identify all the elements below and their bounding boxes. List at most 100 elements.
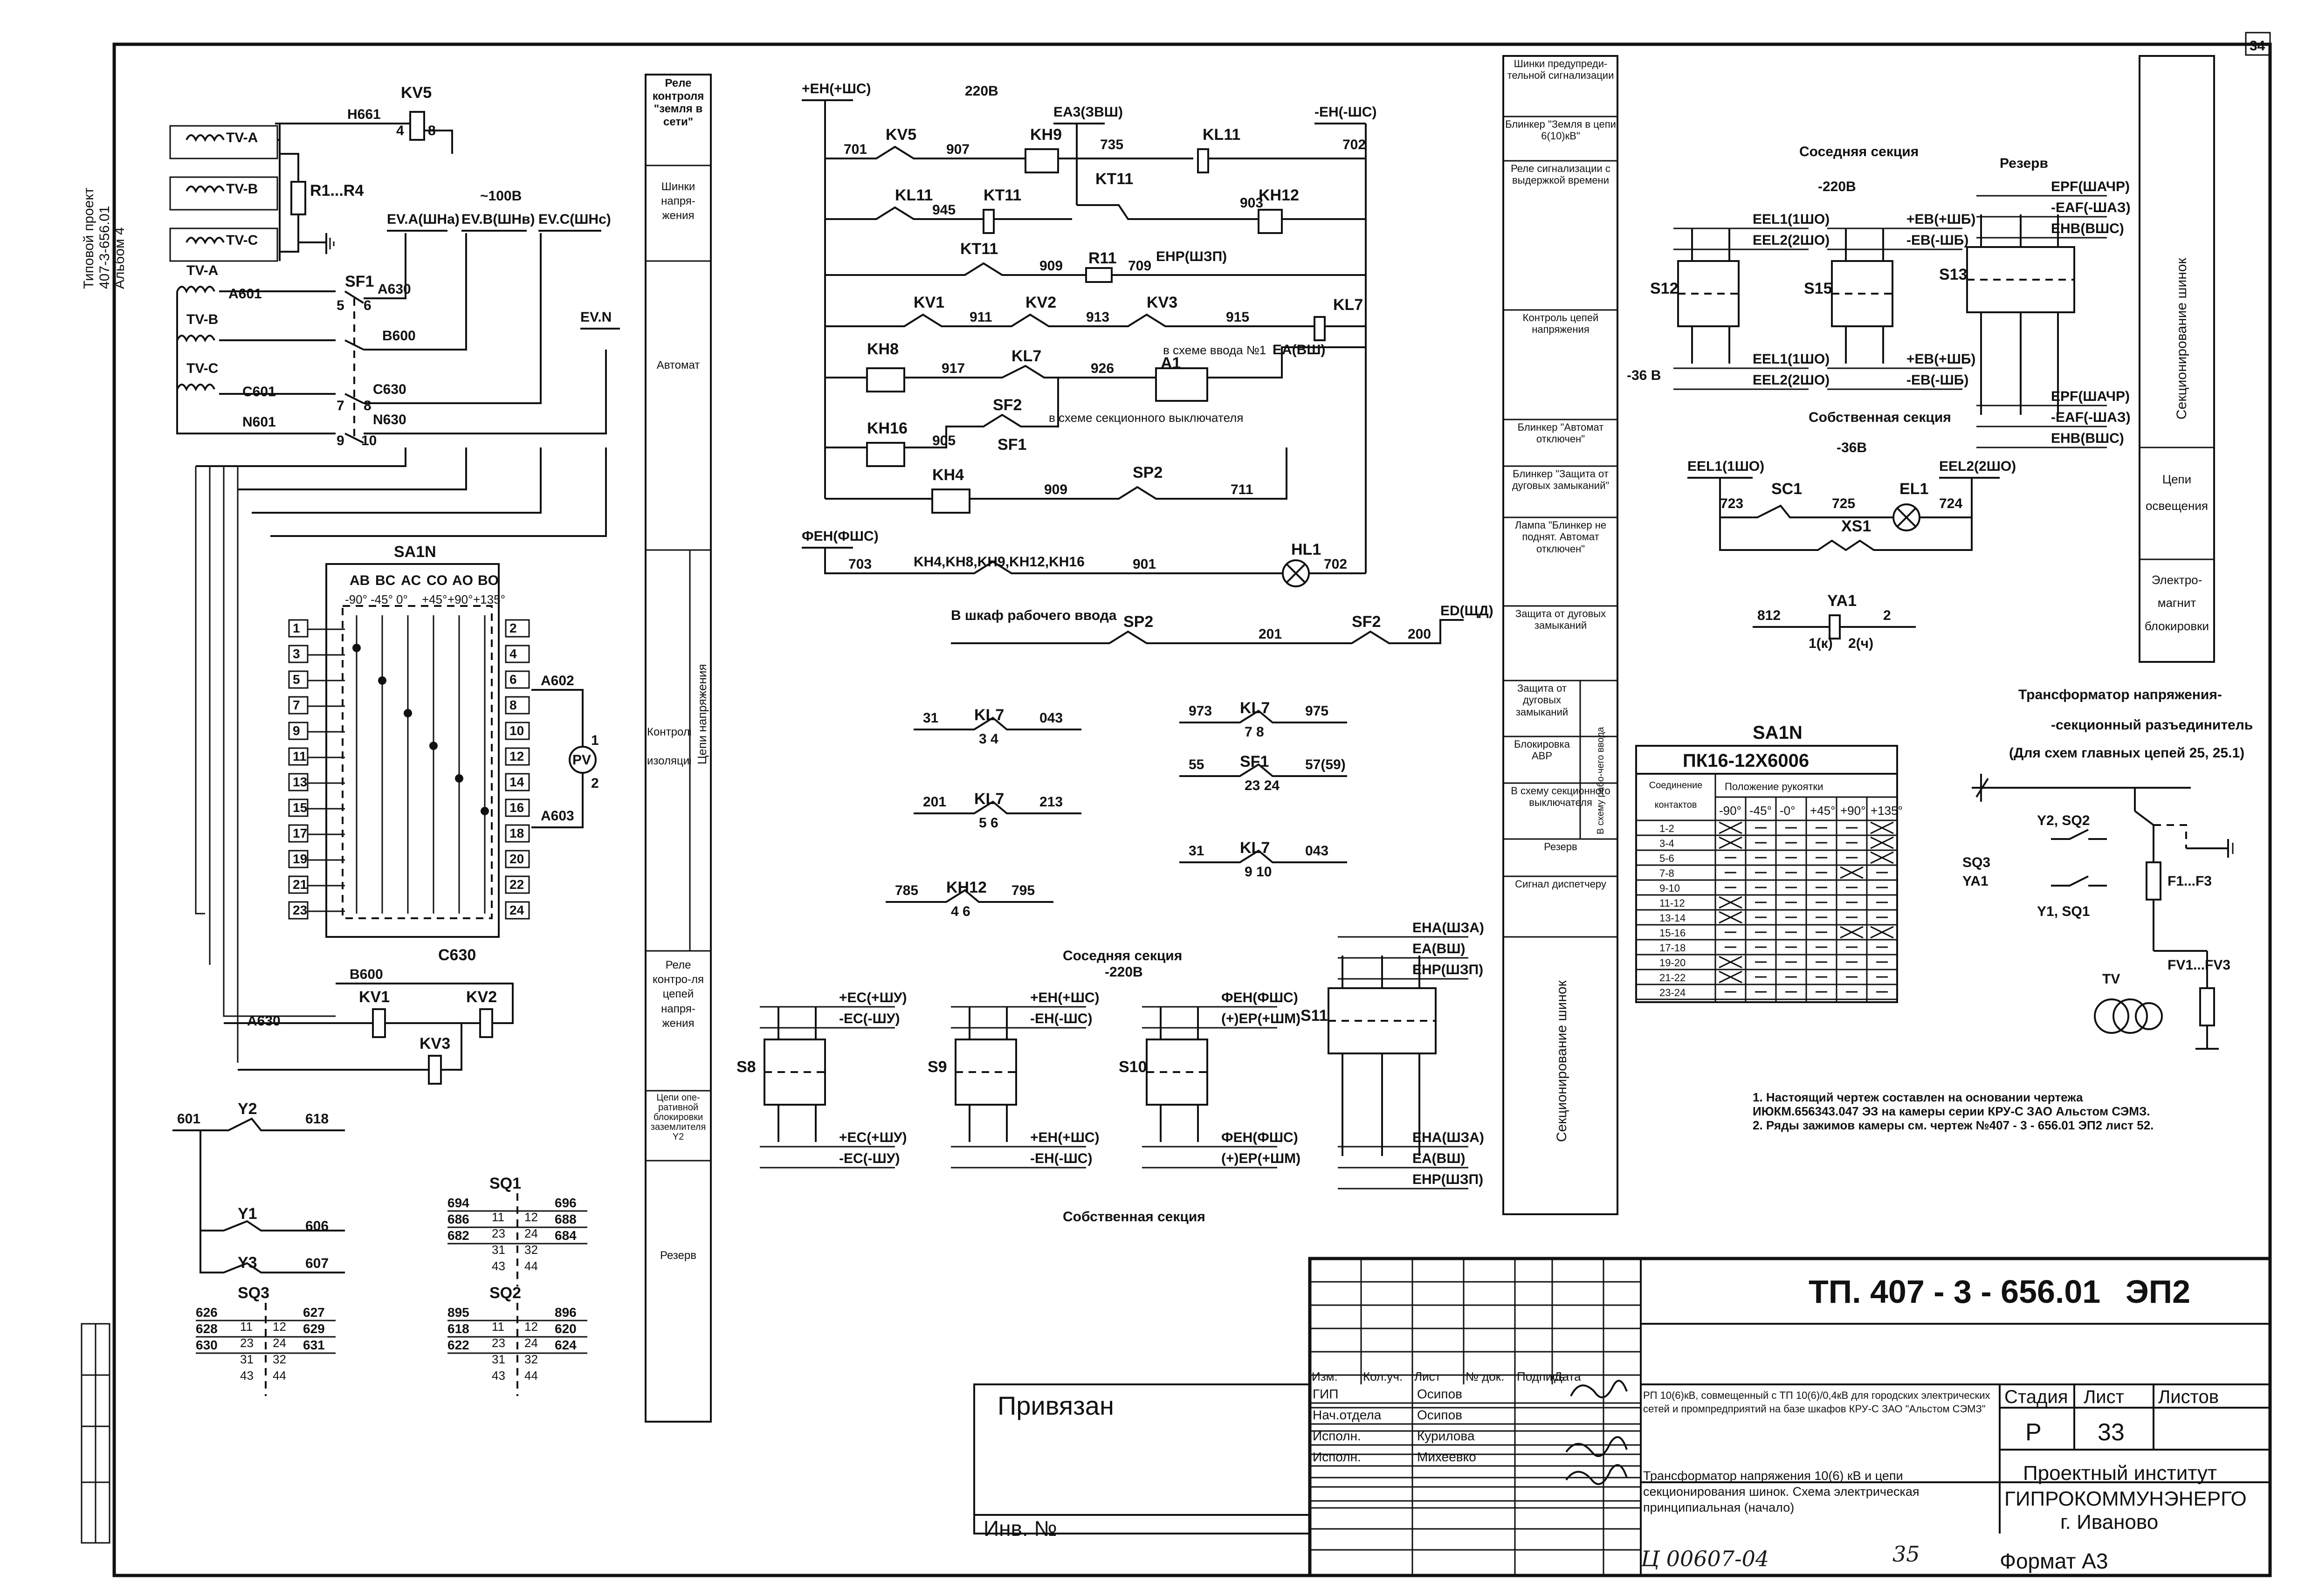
lighting-eel2-label: EEL2(2ШО) [1939,459,2016,474]
sa-column-AO: AO [452,573,473,588]
switch-label: S15 [1804,280,1832,297]
sa-left-pin-5: 5 [293,672,300,687]
signature-3 [1565,1464,1628,1485]
sa-table-row-label: 19-20 [1659,957,1686,969]
transformer-title2: -секционный разъединитель [2051,717,2253,733]
sa-table-row-label: 7-8 [1659,867,1674,879]
tb-header: Подпись [1517,1369,1565,1383]
switch-bus-label: EHP(ШЗП) [1412,962,1483,977]
arrester-fv [2199,987,2215,1026]
sa-left-pin-box [288,747,309,766]
wire-601-label: 601 [177,1111,200,1127]
sa-left-pin-box [288,798,309,817]
mid-col-cell: Реле сигнализации с выдержкой времени [1511,163,1610,186]
sa-right-pin-12: 12 [509,749,524,764]
sa-table-mark [1719,970,1742,984]
sa-table-mark [1840,926,1864,939]
sa-table-row-label: 3-4 [1659,838,1674,849]
xs1-label: XS1 [1841,517,1871,535]
arrester-label: FV1...FV3 [2168,957,2230,973]
right-36v-label: -36 В [1627,368,1661,383]
stage-header: Стадия [2004,1387,2068,1407]
sa-table-mark [1870,926,1894,939]
label-voltage-buses: Шинки напря-жения [661,180,695,222]
tb-role: Исполн. [1313,1429,1361,1443]
cc-wire-200: 200 [1408,626,1431,642]
sa-column-BC: BC [375,573,395,588]
org-line2: ГИПРОКОММУНЭНЕРГО [2004,1487,2247,1510]
signature-1 [1570,1380,1628,1398]
sq-wire-left: 626 [196,1305,218,1320]
sa-table-model: ПК16-12X6006 [1683,750,1809,771]
transformer-windings-upper: TV-A TV-B TV-C R1...R4 [169,125,364,262]
switch-label: S10 [1119,1058,1147,1076]
sq-pin-right: 24 [273,1336,286,1350]
sa-right-pin-box [505,619,530,638]
sa-contact-dot [352,644,361,652]
switch-bus-label: (+)EP(+ШМ) [1221,1151,1300,1166]
sq-wire-right: 896 [555,1305,577,1320]
sa-table-row-label: 21-22 [1659,972,1686,984]
cc-wire-701: 701 [844,142,867,157]
sheet-header: Лист [2084,1387,2124,1407]
sa-left-pin-box [288,875,309,894]
side-stamp: Типовой проект 407-3-656.01 Альбом 4 [81,187,127,289]
wire-n630-label: N630 [373,412,406,427]
sq-wire-right: 624 [555,1338,577,1352]
sq-pin-right: 44 [524,1259,538,1273]
cc-device-kt11: KT11 [984,186,1021,204]
sa-right-pin-box [505,722,530,740]
control-circuit: +EH(+ШС) 220В EA3(ЗВШ) -EH(-ШС) [802,81,1493,644]
tb-role: ГИП [1313,1387,1338,1401]
tb-name: Осипов [1417,1408,1462,1422]
small-contact-wire-b: 57(59) [1305,757,1346,772]
transformer-title3: (Для схем главных цепей 25, 25.1) [2009,745,2244,761]
sa-table-pos: -0° [1780,804,1796,818]
resistor-r11 [1085,267,1113,283]
sq-pin-left: 23 [492,1336,505,1350]
cc-device-sf1: SF1 [998,436,1026,454]
tv-a-label: TV-A [226,130,258,145]
sq-pin-right: 32 [524,1352,538,1366]
switch-bus-label: +EC(+ШУ) [839,990,907,1005]
transformer-title1: Трансформатор напряжения- [2018,687,2222,702]
y1-label: Y1 [238,1205,257,1223]
mid-col-cell: Блинкер "Земля в цепи 6(10)кВ" [1505,118,1616,142]
sa-table-mark [1719,911,1742,924]
bus-eva-label: EV.A(ШНа) [387,212,460,227]
mid-col-label: Блокировка АВР [1514,738,1570,762]
mid-col-label: Лампа "Блинкер не поднят. Автомат отключ… [1514,519,1607,555]
right-neighbor-label: Соседняя секция [1799,144,1919,159]
sa-table-mark [1719,956,1742,969]
cc-device-kl7: KL7 [1012,347,1041,365]
sq-wire-left: 895 [447,1305,469,1320]
note-2: 2. Ряды зажимов камеры см. чертеж №407 -… [1753,1118,2154,1132]
bus-evb-label: EV.B(ШНв) [461,212,535,227]
switch-bus-label: EPF(ШАЧР) [2051,389,2130,404]
small-contact-pins: 5 6 [979,815,998,831]
switch-bus-label: -EAF(-ШАЗ) [2051,200,2131,215]
sa-contact-dot [429,742,438,750]
mid-col-label: Шинки предупреди-тельной сигнализации [1507,58,1614,82]
sa-column-CO: CO [427,573,447,588]
switch-bus-label: +EB(+ШБ) [1906,212,1975,227]
sq3-label: SQ3 [238,1284,269,1302]
sa-left-pin-box [288,824,309,843]
label-voltage-circuits: Цепи напряжения [695,664,709,764]
bus-feh-label: ФEH(ФШС) [802,529,879,544]
mid-col-label: Защита от дуговых замыканий [1515,682,1569,718]
fuse-label: F1...F3 [2168,874,2212,889]
sa-right-pin-24: 24 [509,903,524,917]
org-line3: г. Иваново [2060,1511,2158,1534]
y2-sq2-label: Y2, SQ2 [2037,813,2090,828]
relay-kt11 [983,209,995,234]
sa-table-pos-head: Положение рукоятки [1725,781,1823,792]
wire-b600-label: B600 [382,328,416,344]
transformer-disconnector: Трансформатор напряжения- -секционный ра… [1962,687,2253,1050]
cc-device-kv2: KV2 [1025,294,1056,311]
small-contact-wire-b: 975 [1305,703,1328,719]
sa-contact-dot [455,774,463,783]
resistor-label: R1...R4 [310,182,364,200]
cc-device-kl11: KL11 [1203,126,1240,144]
cc-wire-909: 909 [1044,482,1067,497]
